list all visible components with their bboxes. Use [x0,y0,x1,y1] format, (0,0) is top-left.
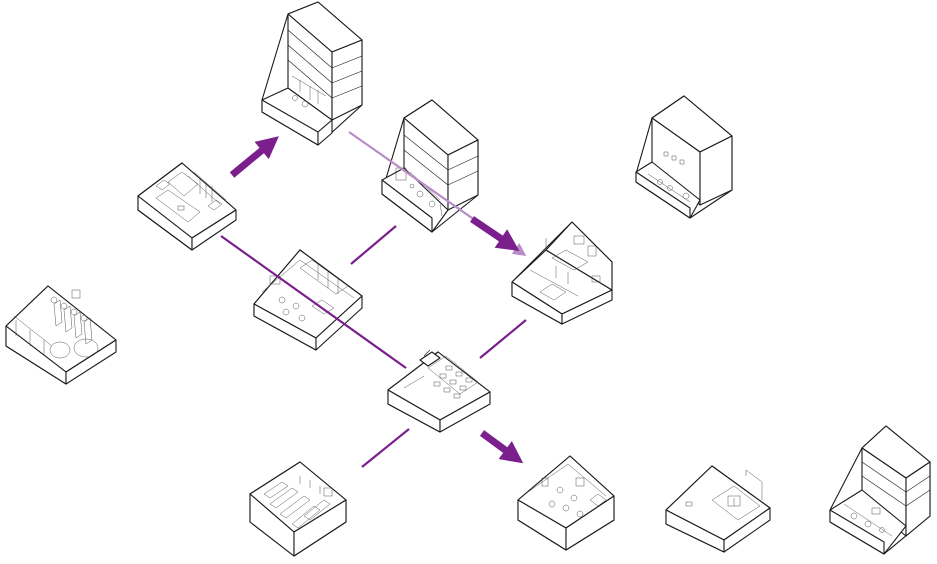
room-right-middle [511,221,613,325]
tower-top-center [261,1,363,272]
tower-top-right [635,95,733,219]
room-left-upper [137,162,237,251]
arrow-tower-center-to-room-right [470,216,520,252]
room-bottom-left [249,461,347,557]
arrow-hub-to-room-bottom-left [361,428,410,468]
room-bottom-right [665,465,771,553]
room-left-lower [5,285,117,385]
arrow-tower-center-to-room-center [350,225,397,265]
arrow-hub-to-room-bottom-center [479,430,524,464]
room-center [253,249,363,351]
room-hub [387,349,491,433]
tower-center [381,99,479,233]
tower-bottom-right [829,425,931,555]
room-bottom-center [517,455,615,551]
arrow-room-left-to-tower-top [229,136,279,178]
arrow-room-left-to-hub [220,235,407,369]
arrow-room-right-to-hub [479,319,527,359]
